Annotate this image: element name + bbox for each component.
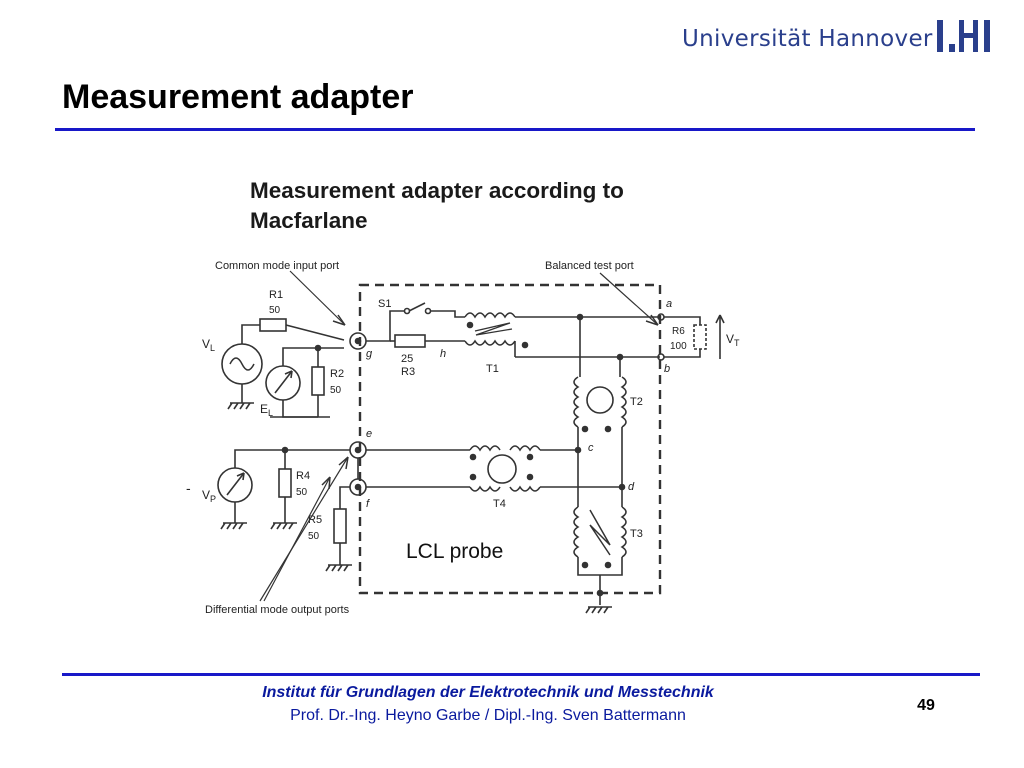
svg-text:f: f	[366, 498, 370, 510]
svg-text:50: 50	[269, 305, 281, 316]
svg-text:T2: T2	[630, 396, 643, 408]
vp-label: VP	[202, 488, 216, 504]
university-name: Universität Hannover	[682, 26, 933, 52]
svg-text:T4: T4	[493, 498, 506, 510]
svg-text:50: 50	[330, 385, 342, 396]
svg-text:R6: R6	[672, 326, 685, 337]
svg-text:T1: T1	[486, 363, 499, 375]
svg-text:S1: S1	[378, 298, 391, 310]
el-label: EL	[260, 402, 273, 418]
slide-title: Measurement adapter	[62, 78, 414, 116]
svg-text:T3: T3	[630, 528, 643, 540]
footer-authors: Prof. Dr.-Ing. Heyno Garbe / Dipl.-Ing. …	[290, 707, 686, 724]
footer-rule	[62, 673, 980, 676]
svg-text:50: 50	[296, 487, 308, 498]
resistor-r1	[259, 318, 287, 332]
svg-text:h: h	[440, 348, 446, 360]
balanced-port-label: Balanced test port	[545, 260, 634, 272]
resistor-r2	[311, 366, 325, 396]
resistor-r4	[278, 468, 292, 498]
figure-title: Measurement adapter according to Macfarl…	[250, 176, 624, 236]
svg-text:100: 100	[670, 341, 687, 352]
svg-text:b: b	[664, 363, 670, 375]
svg-text:e: e	[366, 428, 372, 440]
resistor-r6	[693, 324, 707, 350]
svg-text:-: -	[186, 480, 191, 496]
core-t2	[586, 386, 614, 414]
figure-title-line2: Macfarlane	[250, 208, 368, 233]
svg-text:R1: R1	[269, 289, 283, 301]
university-logo	[937, 20, 990, 52]
page-number: 49	[917, 697, 935, 714]
core-t4	[487, 454, 517, 484]
common-mode-port-label: Common mode input port	[215, 260, 339, 272]
svg-text:g: g	[366, 348, 373, 360]
svg-text:R4: R4	[296, 470, 310, 482]
transformer-t1	[464, 312, 529, 349]
svg-text:d: d	[628, 481, 635, 493]
resistor-r3	[394, 334, 426, 348]
svg-text:a: a	[666, 298, 672, 310]
footer-institute: Institut für Grundlagen der Elektrotechn…	[262, 684, 714, 701]
svg-text:25: 25	[401, 353, 413, 365]
svg-text:50: 50	[308, 531, 320, 542]
vl-label: VL	[202, 337, 215, 353]
figure-title-line1: Measurement adapter according to	[250, 178, 624, 203]
svg-text:R2: R2	[330, 368, 344, 380]
lcl-probe-label: LCL probe	[406, 540, 503, 563]
differential-ports-label: Differential mode output ports	[205, 604, 350, 616]
svg-text:R3: R3	[401, 366, 415, 378]
vt-label: VT	[726, 332, 740, 348]
circuit-diagram: Common mode input port Balanced test por…	[186, 260, 740, 616]
svg-text:c: c	[588, 442, 594, 454]
title-rule	[55, 128, 975, 131]
resistor-r5	[333, 508, 347, 544]
lcl-probe-box	[358, 283, 662, 595]
